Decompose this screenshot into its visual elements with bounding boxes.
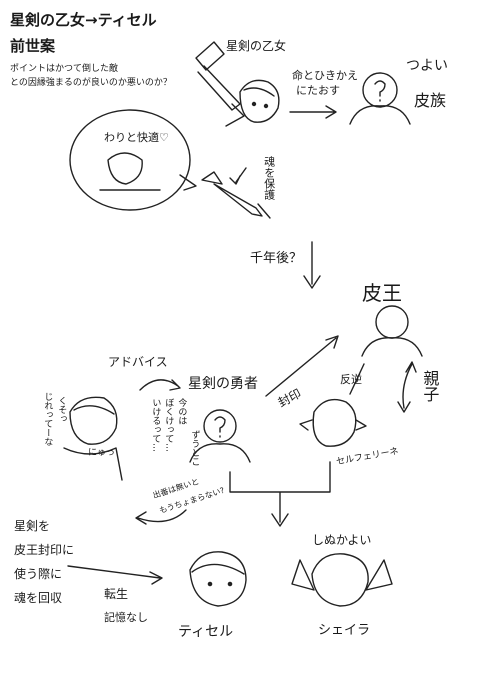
sword-maiden-head-icon [240, 80, 279, 122]
tisel-label: ティセル [178, 624, 234, 640]
hero-label: 星剣の勇者 [188, 376, 258, 392]
time-arrow [304, 242, 320, 288]
side-note-line3: 使う際に [14, 567, 63, 581]
hero-thought-line2: ぼくけって… [163, 398, 174, 452]
diagram-title: 星剣の乙女→ティセル [10, 11, 157, 29]
girl-speech-line1: くそっ [56, 396, 67, 423]
selferine-icon [300, 400, 366, 447]
soul-arrow [230, 168, 246, 184]
reborn-label-line2: 記憶なし [104, 611, 148, 624]
demon-king-label: 皮王 [362, 281, 402, 305]
tisel-icon [190, 552, 246, 606]
side-arrow [68, 566, 162, 584]
seal-arrow [266, 336, 338, 396]
appear-arrow [136, 510, 186, 524]
header-note-line1: ポイントはかつて倒した敵 [10, 64, 119, 74]
reborn-label-line1: 転生 [104, 587, 129, 601]
side-note-line2: 皮王封印に [14, 543, 75, 557]
side-note-line1: 星剣を [14, 519, 51, 533]
demon-king-icon [362, 306, 422, 356]
hero-icon [190, 410, 250, 462]
action-label-line2: にたおす [296, 84, 340, 97]
hero-thought-line4: ずうとこ [189, 430, 200, 466]
sheila-icon [292, 554, 392, 606]
hero-thought-line1: 今のは [176, 398, 187, 425]
sheila-label: シェイラ [318, 623, 371, 638]
thought-bubble [70, 110, 196, 210]
bubble-text: わりと快適♡ [104, 131, 169, 144]
advice-arrow [140, 380, 180, 390]
rebel-arrow [350, 364, 364, 394]
girl-speech-line2: じれってーな [42, 392, 53, 446]
star-sword-icon [196, 42, 244, 126]
unknown-enemy-icon [350, 73, 410, 124]
rebel-label: 反逆 [340, 373, 362, 386]
diagram-subtitle: 前世案 [10, 37, 56, 55]
parent-child-label: 親子 [420, 370, 440, 402]
hero-thought-line3: いけるって… [150, 398, 161, 452]
header-note-line2: との因縁強まるのが良いのか悪いのか？ [10, 78, 172, 88]
side-note-line4: 魂を回収 [14, 591, 63, 605]
strong-label: しぬかよい [312, 533, 372, 547]
merge-lines [230, 462, 330, 526]
time-label: 千年後？ [250, 251, 303, 266]
advice-label: アドバイス [108, 355, 168, 369]
soul-protect-label: 魂を保護 [262, 156, 276, 200]
enemy-label-line1: つよい [406, 58, 448, 74]
girl-mutter: にゅっ [88, 448, 116, 458]
soul-sword-icon [202, 172, 270, 218]
action-label-line1: 命とひきかえ [292, 69, 358, 82]
defeat-arrow [290, 106, 336, 118]
parent-child-arrow [398, 362, 416, 412]
sword-maiden-label: 星剣の乙女 [226, 39, 287, 53]
enemy-label-line2: 皮族 [414, 91, 447, 110]
frustrated-girl-icon [64, 397, 122, 480]
